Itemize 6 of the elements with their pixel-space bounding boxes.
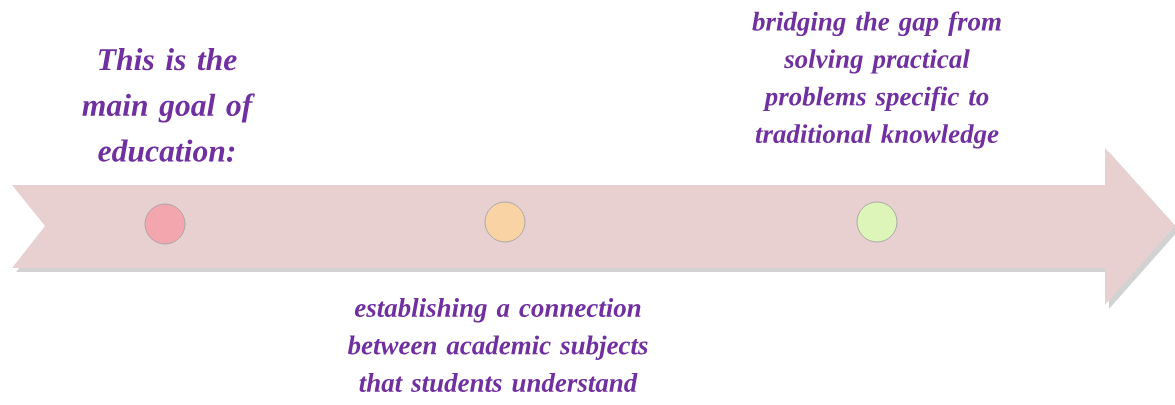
milestone-text: establishing a connection between academic subjects that students understand [347,298,648,392]
timeline-dot [144,203,186,245]
timeline-dot [856,201,898,243]
milestone-text: This is the main goal of education: [82,48,255,162]
timeline-dot [484,201,526,243]
milestone-text: bridging the gap from solving practical problems specific to traditional knowledge [752,11,1001,149]
